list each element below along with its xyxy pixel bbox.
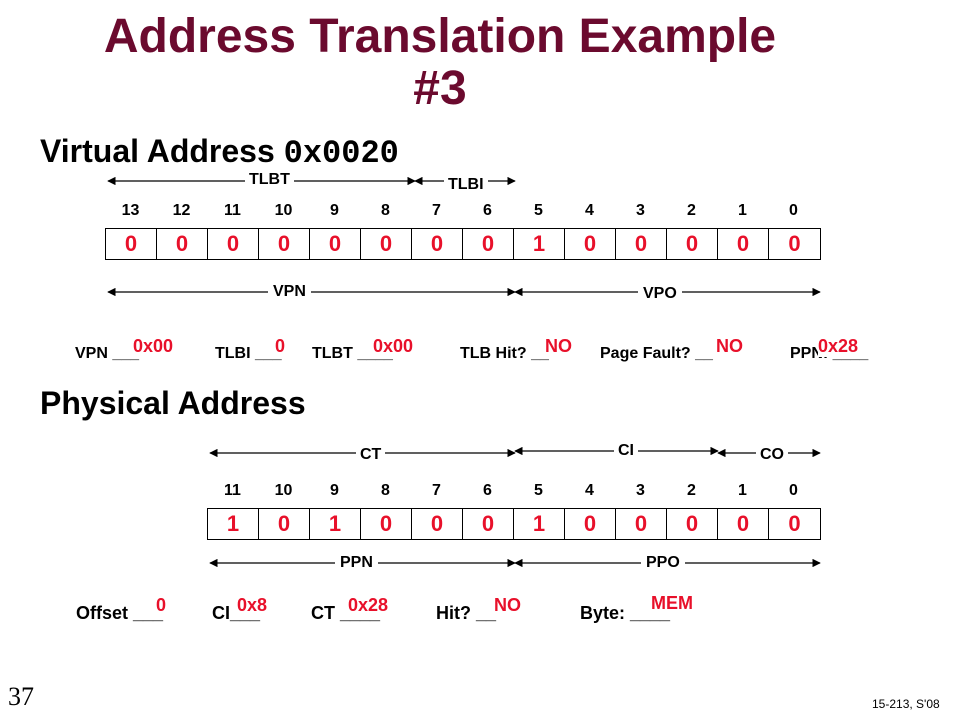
tlbi-question: TLBI ___ xyxy=(215,345,282,362)
bit-cell: 1 xyxy=(514,229,565,259)
slide-number: 37 xyxy=(8,682,34,711)
ct-answer: 0x28 xyxy=(348,595,389,615)
ci-question: CI___ xyxy=(212,603,261,623)
virtual-address-value: 0x0020 xyxy=(283,135,399,172)
virtual-bit-numbers: 13 12 11 10 9 8 7 6 5 4 3 2 1 0 xyxy=(105,202,819,220)
vpn-answer: 0x00 xyxy=(133,336,174,356)
bit-number: 6 xyxy=(483,202,492,219)
bit-number: 4 xyxy=(585,202,594,219)
physical-bit-numbers: 11 10 9 8 7 6 5 4 3 2 1 0 xyxy=(207,482,819,500)
bit-cell: 0 xyxy=(412,509,463,539)
tlbt-question: TLBT ____ xyxy=(312,345,393,362)
bit-cell: 0 xyxy=(788,231,801,256)
ppn-answer: 0x28 xyxy=(818,336,859,357)
vpn-question: VPN ___ xyxy=(75,345,140,362)
tlbt-answer: 0x00 xyxy=(373,336,414,356)
ppn-label: PPN xyxy=(335,554,378,572)
bit-number: 7 xyxy=(432,482,441,499)
bit-number: 5 xyxy=(534,202,543,219)
bit-number: 9 xyxy=(330,202,339,219)
tlbi-label: TLBI xyxy=(444,176,488,194)
tlb-hit-question: TLB Hit? __ xyxy=(460,345,549,362)
bit-number: 3 xyxy=(636,482,645,499)
bit-cell: 0 xyxy=(157,229,208,259)
bit-number: 13 xyxy=(121,202,140,219)
vpo-label: VPO xyxy=(638,285,682,303)
bit-number: 0 xyxy=(789,482,798,499)
bit-number: 11 xyxy=(224,482,241,499)
bit-number: 6 xyxy=(483,482,492,499)
bit-cell: 1 xyxy=(208,509,259,539)
bit-cell: 0 xyxy=(616,229,667,259)
bit-number: 8 xyxy=(381,482,390,499)
bit-cell: 0 xyxy=(310,229,361,259)
bit-cell: 1 xyxy=(310,509,361,539)
bit-cell: 0 xyxy=(463,509,514,539)
tlbi-answer: 0 xyxy=(275,336,286,356)
byte-answer: MEM xyxy=(651,593,693,613)
bit-cell: 0 xyxy=(718,229,769,259)
offset-answer: 0 xyxy=(156,595,167,615)
bit-cell: 0 xyxy=(667,229,718,259)
bit-number: 9 xyxy=(330,482,339,499)
slide-title-line2: #3 xyxy=(413,62,467,115)
bit-number: 5 xyxy=(534,482,543,499)
bit-number: 2 xyxy=(687,482,696,499)
bit-number: 7 xyxy=(432,202,441,219)
byte-question: Byte: ____ xyxy=(580,603,671,623)
bit-number: 0 xyxy=(789,202,798,219)
bit-cell: 0 xyxy=(361,509,412,539)
bit-number: 10 xyxy=(274,482,293,499)
bit-number: 11 xyxy=(224,202,241,219)
bit-cell: 0 xyxy=(667,509,718,539)
vpn-label: VPN xyxy=(268,283,311,301)
bit-number: 8 xyxy=(381,202,390,219)
bit-cell: 0 xyxy=(463,229,514,259)
bit-cell: 0 xyxy=(259,229,310,259)
bit-cell: 0 xyxy=(208,229,259,259)
page-fault-answer: NO xyxy=(716,336,743,356)
tlbt-label: TLBT xyxy=(245,171,294,189)
hit-answer: NO xyxy=(494,595,521,615)
virtual-address-heading: Virtual Address 0x0020 xyxy=(40,133,399,172)
ppo-label: PPO xyxy=(641,554,685,572)
bit-cell: 0 xyxy=(565,229,616,259)
offset-question: Offset ___ xyxy=(76,603,164,623)
bit-number: 4 xyxy=(585,482,594,499)
bit-cell: 0 xyxy=(259,509,310,539)
bit-cell: 0 xyxy=(412,229,463,259)
bit-number: 1 xyxy=(738,482,747,499)
bit-cell: 0 xyxy=(788,511,801,536)
bit-cell: 0 xyxy=(718,509,769,539)
bit-number: 2 xyxy=(687,202,696,219)
physical-address-heading: Physical Address xyxy=(40,385,306,421)
bit-cell: 0 xyxy=(616,509,667,539)
bit-number: 3 xyxy=(636,202,645,219)
bit-number: 1 xyxy=(738,202,747,219)
ct-question: CT ____ xyxy=(311,603,381,623)
physical-bit-row: 1 0 1 0 0 0 1 0 0 0 0 0 xyxy=(207,508,821,540)
ci-label: CI xyxy=(614,442,638,460)
tlb-hit-answer: NO xyxy=(545,336,572,356)
bit-cell: 0 xyxy=(361,229,412,259)
bit-cell: 1 xyxy=(514,509,565,539)
course-footer: 15-213, S'08 xyxy=(872,697,940,711)
virtual-address-label: Virtual Address xyxy=(40,133,284,169)
ci-answer: 0x8 xyxy=(237,595,268,615)
co-label: CO xyxy=(756,446,788,464)
bit-cell: 0 xyxy=(106,229,157,259)
ct-label: CT xyxy=(356,446,386,464)
hit-question: Hit? __ xyxy=(436,603,497,623)
bit-number: 10 xyxy=(274,202,293,219)
bit-number: 12 xyxy=(172,202,191,219)
page-fault-question: Page Fault? __ xyxy=(600,345,713,362)
slide-title: Address Translation Example xyxy=(103,10,777,63)
bit-cell: 0 xyxy=(565,509,616,539)
virtual-bit-row: 0 0 0 0 0 0 0 0 1 0 0 0 0 0 xyxy=(105,228,821,260)
